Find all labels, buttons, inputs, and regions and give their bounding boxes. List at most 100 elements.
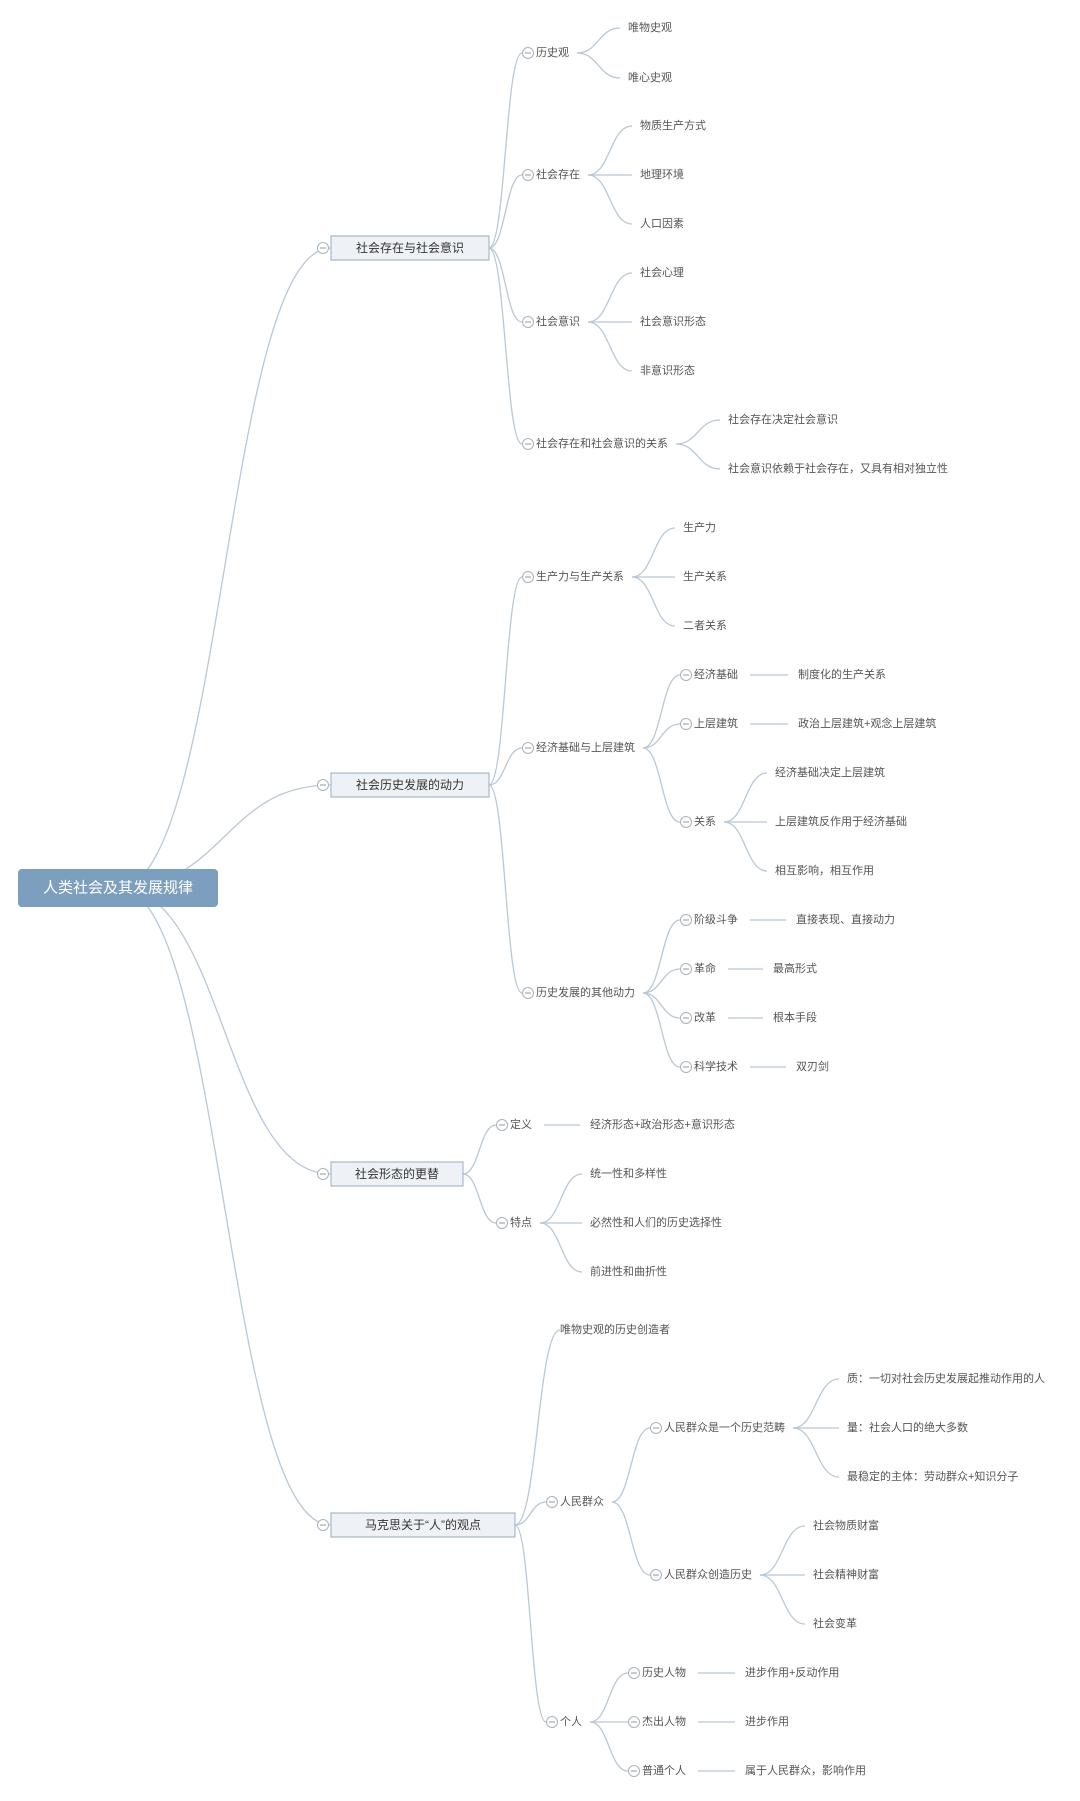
detail-label: 相互影响，相互作用 [775, 864, 874, 877]
connector [723, 821, 768, 872]
subtopic-label: 社会心理 [640, 265, 684, 279]
root-node-label: 人类社会及其发展规律 [43, 880, 193, 897]
collapse-toggle-icon[interactable] [317, 779, 329, 791]
collapse-toggle-icon[interactable] [546, 1716, 558, 1728]
connector [576, 27, 621, 54]
subtopic-label: 经济基础 [694, 667, 738, 681]
connector [587, 125, 633, 176]
connector [631, 576, 676, 627]
connector [611, 1501, 651, 1576]
connector [642, 992, 681, 1019]
subtopic-label: 二者关系 [683, 618, 727, 632]
connector [462, 1173, 497, 1224]
connector [587, 272, 633, 323]
connector [642, 723, 681, 749]
collapse-toggle-icon[interactable] [680, 816, 692, 828]
connector [488, 747, 523, 786]
collapse-toggle-icon[interactable] [522, 316, 534, 328]
connector [488, 784, 523, 994]
detail-label: 社会物质财富 [813, 1518, 879, 1532]
topic-label: 人民群众 [560, 1494, 604, 1508]
collapse-toggle-icon[interactable] [680, 1012, 692, 1024]
detail-label: 最稳定的主体：劳动群众+知识分子 [847, 1469, 1018, 1483]
collapse-toggle-icon[interactable] [680, 718, 692, 730]
detail-label: 直接表现、直接动力 [796, 912, 895, 926]
detail-label: 进步作用+反动作用 [745, 1666, 839, 1679]
connector [792, 1378, 840, 1429]
collapse-toggle-icon[interactable] [522, 438, 534, 450]
subtopic-label: 物质生产方式 [640, 118, 706, 132]
connector [642, 747, 681, 823]
subtopic-label: 前进性和曲折性 [590, 1264, 667, 1278]
subtopic-label: 人民群众创造历史 [664, 1567, 752, 1581]
subtopic-label: 上层建筑 [694, 716, 738, 730]
topic-label: 社会意识 [536, 314, 580, 328]
subtopic-label: 社会存在决定社会意识 [728, 412, 838, 426]
collapse-toggle-icon[interactable] [628, 1765, 640, 1777]
branch-node[interactable] [330, 1512, 516, 1538]
collapse-toggle-icon[interactable] [680, 1061, 692, 1073]
topic-label: 社会存在和社会意识的关系 [536, 436, 668, 450]
connector [723, 772, 768, 823]
connector [589, 1672, 629, 1723]
collapse-toggle-icon[interactable] [496, 1119, 508, 1131]
connector [589, 1721, 629, 1772]
topic-label: 定义 [510, 1117, 532, 1131]
subtopic-label: 改革 [694, 1010, 716, 1024]
collapse-toggle-icon[interactable] [680, 914, 692, 926]
collapse-toggle-icon[interactable] [317, 242, 329, 254]
branch-node[interactable] [330, 235, 490, 261]
topic-label: 生产力与生产关系 [536, 569, 624, 583]
subtopic-label: 普通个人 [642, 1763, 686, 1777]
detail-label: 最高形式 [773, 961, 817, 975]
collapse-toggle-icon[interactable] [522, 742, 534, 754]
subtopic-label: 杰出人物 [642, 1714, 686, 1728]
subtopic-label: 唯物史观 [628, 20, 672, 34]
collapse-toggle-icon[interactable] [546, 1496, 558, 1508]
subtopic-label: 人民群众是一个历史范畴 [664, 1420, 785, 1434]
connector [539, 1173, 583, 1224]
topic-label: 社会存在 [536, 167, 580, 181]
collapse-toggle-icon[interactable] [628, 1716, 640, 1728]
connector [488, 576, 523, 786]
branch-connector [117, 247, 332, 889]
subtopic-label: 统一性和多样性 [590, 1166, 667, 1180]
detail-label: 上层建筑反作用于经济基础 [775, 814, 907, 828]
collapse-toggle-icon[interactable] [496, 1217, 508, 1229]
subtopic-label: 非意识形态 [640, 363, 695, 377]
connector [642, 992, 681, 1068]
connector [488, 247, 523, 445]
subtopic-label: 生产力 [683, 520, 716, 534]
detail-label: 经济基础决定上层建筑 [775, 765, 885, 779]
connector [488, 174, 523, 249]
detail-label: 属于人民群众，影响作用 [745, 1763, 866, 1777]
connector [514, 1501, 547, 1526]
collapse-toggle-icon[interactable] [680, 669, 692, 681]
connector [514, 1329, 561, 1526]
connector [488, 247, 523, 323]
collapse-toggle-icon[interactable] [317, 1168, 329, 1180]
collapse-toggle-icon[interactable] [650, 1569, 662, 1581]
branch-node[interactable] [330, 772, 490, 798]
collapse-toggle-icon[interactable] [522, 169, 534, 181]
collapse-toggle-icon[interactable] [522, 987, 534, 999]
subtopic-label: 社会意识形态 [640, 314, 706, 328]
collapse-toggle-icon[interactable] [628, 1667, 640, 1679]
connector-lines [117, 27, 840, 1772]
branch-node[interactable] [330, 1161, 464, 1187]
collapse-toggle-icon[interactable] [680, 963, 692, 975]
subtopic-label: 社会意识依赖于社会存在，又具有相对独立性 [728, 461, 948, 475]
topic-label: 历史发展的其他动力 [536, 985, 635, 999]
connector [462, 1124, 497, 1175]
collapse-toggle-icon[interactable] [522, 47, 534, 59]
collapse-toggle-icon[interactable] [522, 571, 534, 583]
collapse-toggle-icon[interactable] [650, 1422, 662, 1434]
root-node[interactable] [18, 869, 218, 907]
subtopic-label: 生产关系 [683, 569, 727, 583]
detail-label: 量：社会人口的绝大多数 [847, 1420, 968, 1434]
collapse-toggle-icon[interactable] [317, 1519, 329, 1531]
connector [611, 1427, 651, 1503]
connector [514, 1524, 547, 1723]
subtopic-label: 关系 [694, 814, 716, 828]
connector [642, 919, 681, 994]
